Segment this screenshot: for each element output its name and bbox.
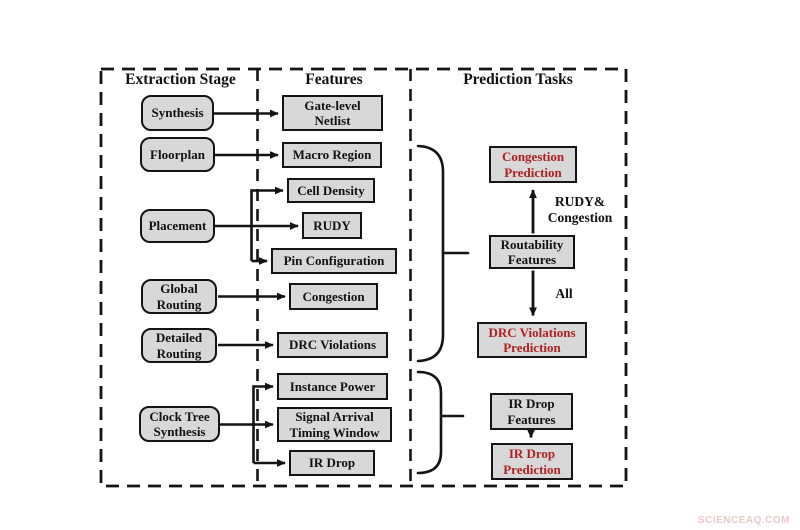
feature-box-congestion: Congestion xyxy=(289,283,378,310)
header-extraction-stage: Extraction Stage xyxy=(125,71,236,88)
stage-box-detailed-routing: Detailed Routing xyxy=(141,328,217,363)
header-features: Features xyxy=(305,71,363,88)
feature-box-instance-power: Instance Power xyxy=(277,373,388,400)
outer-dashed-border xyxy=(99,67,628,488)
prediction-arrows xyxy=(527,189,537,439)
feature-box-drc-violations: DRC Violations xyxy=(277,332,388,358)
stage-feature-arrows xyxy=(214,109,299,467)
feature-box-ir-drop: IR Drop xyxy=(289,450,375,476)
stage-box-global-routing: Global Routing xyxy=(141,279,217,314)
edge-label-rudy-congestion: RUDY& Congestion xyxy=(547,194,613,226)
stage-box-placement: Placement xyxy=(140,209,215,243)
stage-box-clock-tree-synthesis: Clock Tree Synthesis xyxy=(139,406,220,442)
stage-box-synthesis: Synthesis xyxy=(141,95,214,131)
feature-box-rudy: RUDY xyxy=(302,212,362,239)
feature-box-pin-configuration: Pin Configuration xyxy=(271,248,397,274)
feature-box-signal-arrival-timing-window: Signal Arrival Timing Window xyxy=(277,407,392,442)
prediction-box-ir-drop-features: IR Drop Features xyxy=(490,393,573,430)
feature-box-macro-region: Macro Region xyxy=(282,142,382,168)
prediction-box-congestion-prediction: Congestion Prediction xyxy=(489,146,577,183)
routability-features-brace xyxy=(416,144,445,363)
ir-drop-features-brace xyxy=(416,370,443,475)
prediction-box-drc-violations-prediction: DRC Violations Prediction xyxy=(477,322,587,358)
feature-box-gate-level-netlist: Gate-level Netlist xyxy=(282,95,383,131)
header-prediction-tasks: Prediction Tasks xyxy=(463,71,573,88)
watermark: SCIENCEAQ.COM xyxy=(697,515,790,526)
grouping-braces xyxy=(416,144,470,475)
stage-box-floorplan: Floorplan xyxy=(140,137,215,172)
prediction-box-ir-drop-prediction: IR Drop Prediction xyxy=(491,443,573,480)
prediction-box-routability-features: Routability Features xyxy=(489,235,575,269)
feature-box-cell-density: Cell Density xyxy=(287,178,375,203)
edge-label-all: All xyxy=(555,286,573,301)
